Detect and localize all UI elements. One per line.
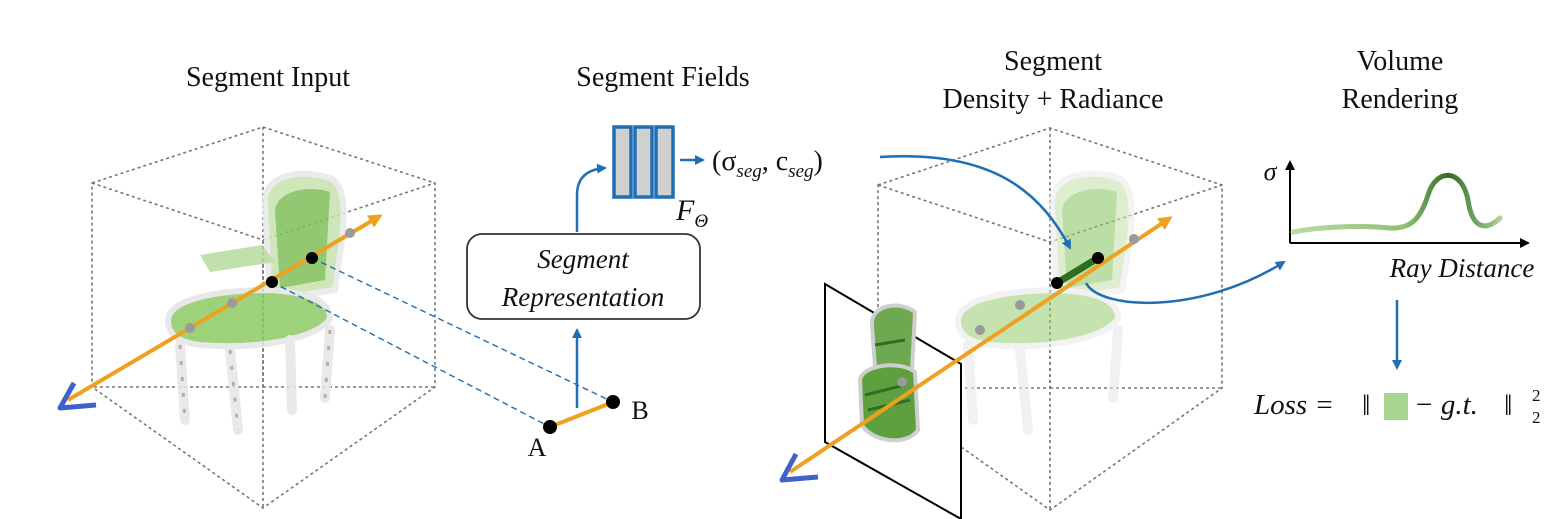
sample-point xyxy=(1015,300,1025,310)
loss-minus-gt: − g.t. xyxy=(1414,389,1478,421)
chair-image xyxy=(164,170,347,435)
loss-subscript: 2 xyxy=(1532,408,1541,427)
segment-input-panel: Segment Input xyxy=(57,62,614,509)
field-output: (σseg, cseg) xyxy=(712,146,823,182)
sample-point xyxy=(975,325,985,335)
loss-superscript: 2 xyxy=(1532,386,1541,405)
loss-open-bars: ‖ xyxy=(1362,389,1370,422)
sample-point xyxy=(345,228,355,238)
camera-icon xyxy=(779,452,819,483)
segment-fields-title: Segment Fields xyxy=(576,62,749,93)
loss-prefix: Loss = xyxy=(1253,389,1334,421)
point-b-dot xyxy=(606,395,620,409)
density-title-line1: Segment xyxy=(1004,46,1102,77)
loss-color-swatch xyxy=(1384,393,1408,420)
representation-line1: Segment xyxy=(537,244,630,274)
input-ray xyxy=(66,214,383,402)
y-axis-label: σ xyxy=(1264,157,1278,186)
rendering-title-line1: Volume xyxy=(1357,46,1444,77)
density-curve xyxy=(1290,172,1503,235)
density-ray xyxy=(788,216,1173,474)
rendering-title-line2: Rendering xyxy=(1342,84,1459,115)
sample-point xyxy=(185,323,195,333)
volume-rendering-panel: Volume Rendering σ Ray Distance Loss = ‖… xyxy=(1253,46,1541,427)
point-a-dot xyxy=(543,420,557,434)
segment-representation-box xyxy=(466,233,701,320)
highlighted-segment xyxy=(1055,255,1100,286)
segment-input-title: Segment Input xyxy=(186,62,350,93)
network-label: FΘ xyxy=(675,194,708,232)
network-icon xyxy=(612,125,675,199)
point-a-label: A xyxy=(528,433,547,462)
point-b-label: B xyxy=(631,396,648,425)
segment-ab xyxy=(549,400,614,429)
representation-line2: Representation xyxy=(501,282,664,312)
sample-point xyxy=(1129,234,1139,244)
segment-point-a xyxy=(266,276,278,288)
sample-point xyxy=(227,298,237,308)
density-radiance-panel: Segment Density + Radiance xyxy=(779,46,1286,519)
x-axis-label: Ray Distance xyxy=(1389,253,1535,283)
segment-point-b xyxy=(306,252,318,264)
loss-close-bars: ‖ xyxy=(1504,389,1512,422)
camera-icon xyxy=(57,381,97,411)
segment-fields-panel: Segment Fields A B Segment Representatio… xyxy=(466,62,823,462)
sample-point xyxy=(897,377,907,387)
density-title-line2: Density + Radiance xyxy=(942,84,1163,115)
